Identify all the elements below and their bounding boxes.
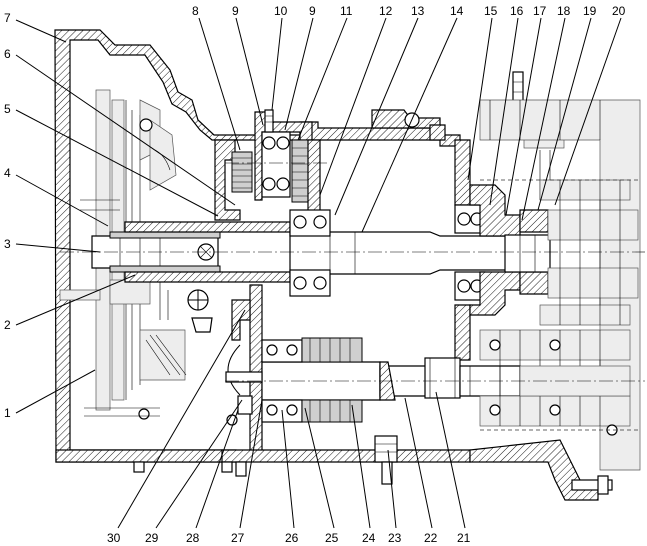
label-bottom-28: 28 — [186, 531, 200, 545]
label-bottom-25: 25 — [325, 531, 339, 545]
label-top-19: 19 — [583, 4, 597, 18]
guide-sleeve-lower — [124, 271, 291, 283]
label-bottom-22: 22 — [424, 531, 438, 545]
label-top-20: 20 — [612, 4, 626, 18]
label-left-6: 6 — [4, 47, 11, 61]
drain-plug — [374, 435, 398, 485]
gearbox-case-wall — [221, 109, 599, 501]
bottom-bolts — [133, 461, 247, 477]
label-top-10: 10 — [274, 4, 288, 18]
label-bottom-21: 21 — [457, 531, 471, 545]
label-left-2: 2 — [4, 318, 11, 332]
pto-upper-housing — [214, 109, 313, 221]
countershaft-bearings — [261, 337, 363, 423]
label-top-18: 18 — [557, 4, 571, 18]
main-shaft — [289, 231, 521, 275]
countershaft — [261, 357, 521, 401]
label-bottom-27: 27 — [231, 531, 245, 545]
label-top-9a: 9 — [232, 4, 239, 18]
label-left-4: 4 — [4, 166, 11, 180]
label-bottom-24: 24 — [362, 531, 376, 545]
label-top-15: 15 — [484, 4, 498, 18]
label-top-13: 13 — [411, 4, 425, 18]
label-bottom-23: 23 — [388, 531, 402, 545]
label-left-7: 7 — [4, 11, 11, 25]
label-top-11: 11 — [340, 4, 353, 18]
callout-labels: 8 9 10 9 11 12 13 14 15 16 17 18 19 20 7… — [4, 4, 626, 545]
label-bottom-30: 30 — [107, 531, 121, 545]
label-top-9b: 9 — [309, 4, 316, 18]
label-left-3: 3 — [4, 237, 11, 251]
label-bottom-26: 26 — [285, 531, 299, 545]
guide-sleeve — [124, 221, 291, 233]
label-bottom-29: 29 — [145, 531, 159, 545]
main-shaft-bearings — [289, 204, 486, 301]
label-top-8: 8 — [192, 4, 199, 18]
leader-lines — [15, 17, 622, 529]
label-top-17: 17 — [533, 4, 547, 18]
label-left-5: 5 — [4, 102, 11, 116]
label-top-12: 12 — [379, 4, 393, 18]
label-top-16: 16 — [510, 4, 524, 18]
label-left-1: 1 — [4, 406, 11, 420]
label-top-14: 14 — [450, 4, 464, 18]
